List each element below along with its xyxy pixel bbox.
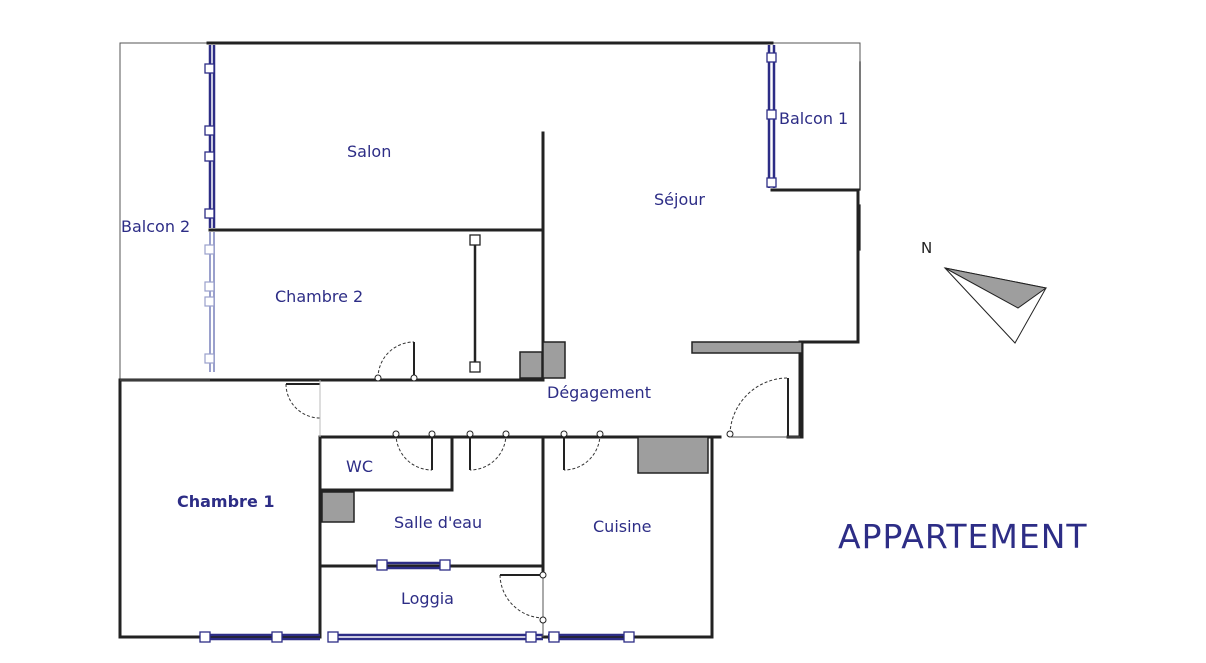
room-label-balcon2: Balcon 2 bbox=[121, 217, 190, 236]
filled-blocks bbox=[321, 341, 803, 523]
windows bbox=[199, 45, 861, 643]
room-label-salle-eau: Salle d'eau bbox=[394, 513, 482, 532]
room-label-loggia: Loggia bbox=[401, 589, 454, 608]
room-label-balcon1: Balcon 1 bbox=[779, 109, 848, 128]
room-label-chambre2: Chambre 2 bbox=[275, 287, 363, 306]
room-label-degagement: Dégagement bbox=[547, 383, 651, 402]
room-label-chambre1: Chambre 1 bbox=[177, 492, 275, 511]
balcony-outlines bbox=[119, 42, 861, 380]
north-label: N bbox=[921, 239, 932, 257]
walls bbox=[118, 41, 860, 639]
room-label-cuisine: Cuisine bbox=[593, 517, 652, 536]
north-arrow-icon: N bbox=[921, 239, 1048, 344]
doors bbox=[285, 341, 800, 637]
plan-title: APPARTEMENT bbox=[838, 517, 1088, 556]
room-label-wc: WC bbox=[346, 457, 373, 476]
room-label-sejour: Séjour bbox=[654, 190, 705, 209]
room-labels: Salon Séjour Balcon 1 Balcon 2 Chambre 2… bbox=[121, 109, 848, 608]
room-label-salon: Salon bbox=[347, 142, 391, 161]
